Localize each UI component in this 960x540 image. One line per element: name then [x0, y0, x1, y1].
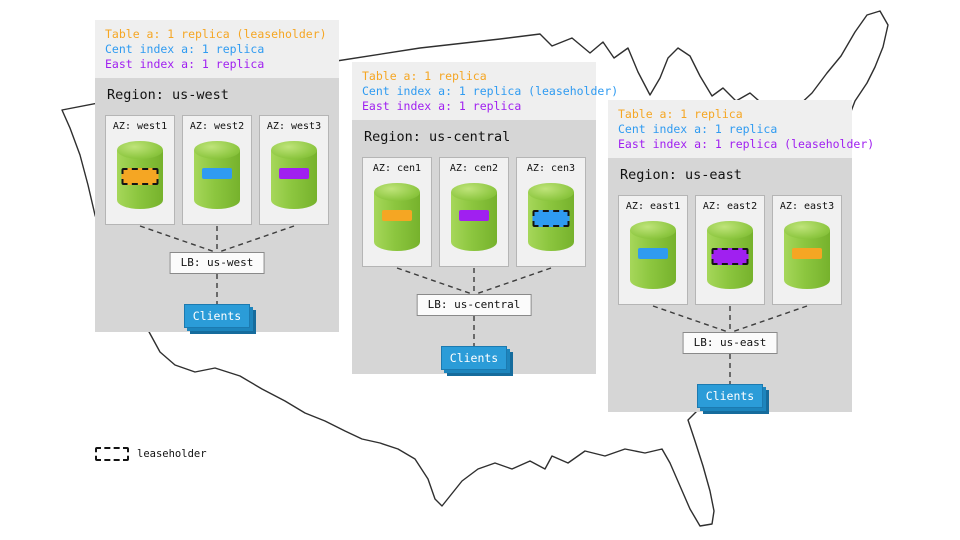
az-card-west1: AZ: west1 [105, 115, 175, 225]
az-label: AZ: west3 [266, 121, 322, 132]
cylinder-lid [117, 141, 163, 159]
annotation-east-index: East index a: 1 replica [105, 57, 265, 71]
annotation-table-replica: Table a: 1 replica [362, 69, 487, 83]
az-card-west3: AZ: west3 [259, 115, 329, 225]
region-title-us-west: Region: us-west [107, 87, 229, 103]
annotation-table-replica: Table a: 1 replica [618, 107, 743, 121]
az-label: AZ: cen3 [526, 163, 576, 174]
database-cylinder [630, 221, 676, 289]
az-label: AZ: west2 [189, 121, 245, 132]
load-balancer-us-west: LB: us-west [169, 252, 265, 274]
az-label: AZ: east2 [702, 201, 758, 212]
cylinder-body [630, 230, 676, 289]
az-label: AZ: west1 [112, 121, 168, 132]
replica-chip [792, 248, 822, 259]
cylinder-lid [784, 221, 830, 239]
replica-chip [532, 210, 570, 227]
database-cylinder [374, 183, 420, 251]
region-panel-us-west: Table a: 1 replica (leaseholder) Cent in… [95, 20, 339, 332]
region-title-us-central: Region: us-central [364, 129, 511, 145]
replica-annotations-us-west: Table a: 1 replica (leaseholder) Cent in… [95, 20, 339, 78]
clients-box-us-central: Clients [441, 346, 507, 370]
cylinder-body [374, 192, 420, 251]
cylinder-body [194, 150, 240, 209]
annotation-east-index: East index a: 1 replica [362, 99, 522, 113]
legend: leaseholder [95, 447, 207, 461]
cylinder-body [271, 150, 317, 209]
replica-chip [279, 168, 309, 179]
replica-annotations-us-east: Table a: 1 replica Cent index a: 1 repli… [608, 100, 875, 158]
cylinder-body [451, 192, 497, 251]
az-card-cen3: AZ: cen3 [516, 157, 586, 267]
replica-chip [202, 168, 232, 179]
replica-chip [121, 168, 159, 185]
az-row: AZ: east1 AZ: east2 AZ: east3 [618, 195, 842, 305]
az-card-cen1: AZ: cen1 [362, 157, 432, 267]
replica-chip [459, 210, 489, 221]
az-label: AZ: east3 [779, 201, 835, 212]
database-cylinder [194, 141, 240, 209]
annotation-table-replica: Table a: 1 replica (leaseholder) [105, 27, 327, 41]
database-cylinder [451, 183, 497, 251]
database-cylinder [784, 221, 830, 289]
region-title-us-east: Region: us-east [620, 167, 742, 183]
az-card-east2: AZ: east2 [695, 195, 765, 305]
database-cylinder [117, 141, 163, 209]
region-panel-us-east: Table a: 1 replica Cent index a: 1 repli… [608, 100, 875, 412]
az-row: AZ: west1 AZ: west2 AZ: west3 [105, 115, 329, 225]
clients-box-us-west: Clients [184, 304, 250, 328]
leaseholder-swatch-icon [95, 447, 129, 461]
region-panel-us-central: Table a: 1 replica Cent index a: 1 repli… [352, 62, 619, 374]
az-card-west2: AZ: west2 [182, 115, 252, 225]
cylinder-lid [630, 221, 676, 239]
annotation-cent-index: Cent index a: 1 replica [105, 42, 265, 56]
cylinder-lid [374, 183, 420, 201]
cylinder-lid [194, 141, 240, 159]
az-label: AZ: cen2 [449, 163, 499, 174]
annotation-east-index: East index a: 1 replica (leaseholder) [618, 137, 875, 151]
clients-box-us-east: Clients [697, 384, 763, 408]
database-cylinder [271, 141, 317, 209]
database-cylinder [707, 221, 753, 289]
replica-chip [638, 248, 668, 259]
cylinder-lid [271, 141, 317, 159]
legend-label: leaseholder [137, 448, 207, 460]
az-label: AZ: east1 [625, 201, 681, 212]
az-card-cen2: AZ: cen2 [439, 157, 509, 267]
replica-chip [711, 248, 749, 265]
cylinder-lid [707, 221, 753, 239]
load-balancer-us-east: LB: us-east [682, 332, 778, 354]
replica-annotations-us-central: Table a: 1 replica Cent index a: 1 repli… [352, 62, 619, 120]
cylinder-lid [528, 183, 574, 201]
annotation-cent-index: Cent index a: 1 replica (leaseholder) [362, 84, 619, 98]
load-balancer-us-central: LB: us-central [416, 294, 532, 316]
az-row: AZ: cen1 AZ: cen2 AZ: cen3 [362, 157, 586, 267]
az-card-east3: AZ: east3 [772, 195, 842, 305]
annotation-cent-index: Cent index a: 1 replica [618, 122, 778, 136]
cylinder-body [784, 230, 830, 289]
replica-chip [382, 210, 412, 221]
database-cylinder [528, 183, 574, 251]
az-label: AZ: cen1 [372, 163, 422, 174]
cylinder-lid [451, 183, 497, 201]
az-card-east1: AZ: east1 [618, 195, 688, 305]
